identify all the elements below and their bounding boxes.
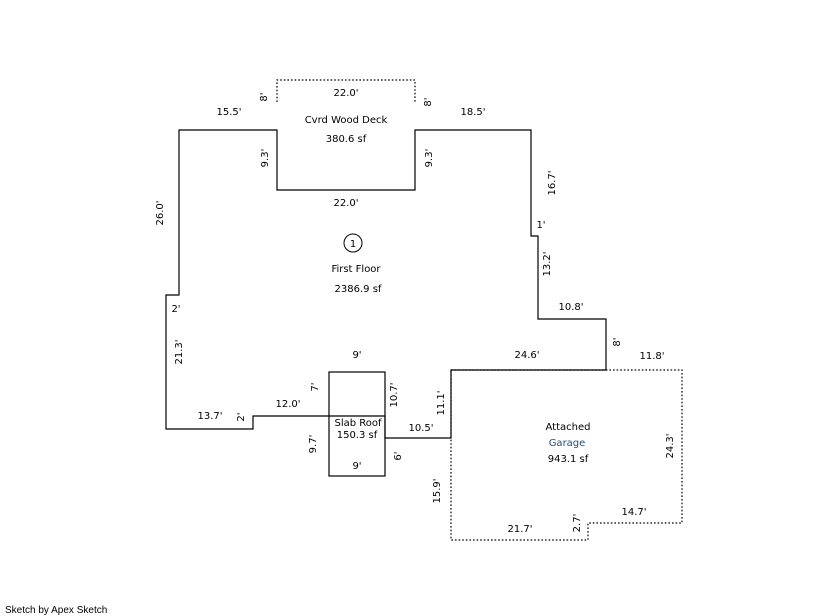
- dim-ff-bottom-step: 2': [236, 412, 247, 421]
- dim-ff-top-left: 15.5': [216, 107, 241, 118]
- deck-name: Cvrd Wood Deck: [305, 115, 388, 126]
- dim-garage-bottom-right: 14.7': [621, 507, 646, 518]
- dim-slab-right-lower: 6': [393, 451, 404, 460]
- first-floor-marker-circle: [343, 233, 363, 253]
- dim-garage-bottom-left: 21.7': [507, 524, 532, 535]
- dim-deck-right-upper: 8': [423, 97, 434, 106]
- dim-ff-right-upper: 16.7': [547, 170, 558, 195]
- dim-deck-left-upper: 8': [259, 92, 270, 101]
- dim-deck-left-lower: 9.3': [260, 149, 271, 168]
- dim-garage-left-lower: 15.9': [432, 478, 443, 503]
- dim-slab-top: 9': [352, 350, 361, 361]
- deck-area: 380.6 sf: [326, 134, 367, 145]
- slab-name: Slab Roof: [334, 418, 382, 429]
- dim-garage-bottom-step: 2.7': [572, 514, 583, 533]
- dim-slab-left-lower: 9.7': [308, 435, 319, 454]
- dim-deck-right-lower: 9.3': [424, 149, 435, 168]
- first-floor-name: First Floor: [331, 264, 381, 275]
- garage-name-line1: Attached: [546, 422, 591, 433]
- dim-ff-bottom-right: 10.5': [408, 423, 433, 434]
- sketch-credit: Sketch by Apex Sketch: [5, 605, 107, 616]
- dim-ff-left-step: 2': [171, 304, 180, 315]
- first-floor-outline: [165, 129, 607, 439]
- dim-ff-right-step: 10.8': [558, 302, 583, 313]
- garage-area: 943.1 sf: [548, 454, 589, 465]
- first-floor-marker: 1: [350, 239, 356, 250]
- dim-slab-left-upper: 7': [310, 382, 321, 391]
- dim-ff-left-upper: 26.0': [155, 200, 166, 225]
- garage-name-line2: Garage: [549, 438, 586, 449]
- first-floor-area: 2386.9 sf: [335, 284, 382, 295]
- dim-ff-bottom-mid: 12.0': [275, 399, 300, 410]
- dim-ff-top-right: 18.5': [460, 107, 485, 118]
- dim-slab-right-upper: 10.7': [389, 382, 400, 407]
- dim-garage-left-upper: 11.1': [436, 390, 447, 415]
- dim-deck-bottom: 22.0': [333, 198, 358, 209]
- dim-deck-top: 22.0': [333, 88, 358, 99]
- garage-outline: [450, 369, 683, 541]
- dim-ff-left-lower: 21.3': [174, 339, 185, 364]
- dim-ff-right-lower: 8': [612, 337, 623, 346]
- slab-roof-outline: [328, 371, 386, 477]
- dim-garage-top-right: 11.8': [639, 351, 664, 362]
- deck-outline-dotted: [276, 79, 416, 102]
- dim-ff-garage-top: 24.6': [514, 350, 539, 361]
- dim-ff-right-jog: 1': [536, 220, 545, 231]
- dim-garage-right: 24.3': [665, 433, 676, 458]
- dim-slab-bottom: 9': [352, 461, 361, 472]
- dim-ff-bottom-left: 13.7': [197, 411, 222, 422]
- dim-ff-right-mid: 13.2': [542, 251, 553, 276]
- slab-area: 150.3 sf: [337, 430, 378, 441]
